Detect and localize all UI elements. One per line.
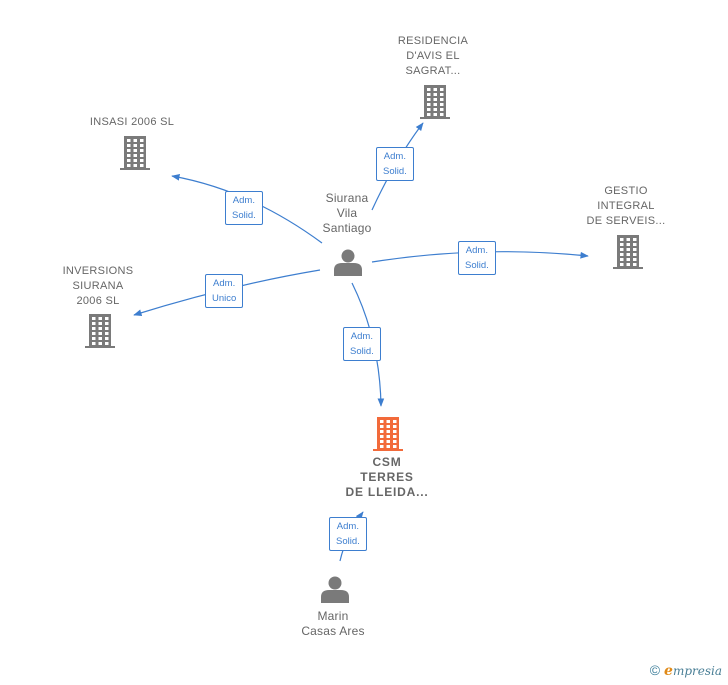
icons-layer bbox=[85, 85, 643, 603]
edge-label-line: Solid. bbox=[465, 260, 489, 271]
person-icon-marin[interactable] bbox=[321, 576, 349, 604]
node-label-line: D'AVIS EL bbox=[406, 50, 460, 62]
node-label-residencia[interactable]: RESIDENCIA D'AVIS EL SAGRAT... bbox=[383, 34, 483, 79]
node-label-gestio[interactable]: GESTIO INTEGRAL DE SERVEIS... bbox=[576, 184, 676, 229]
person-icon-siurana[interactable] bbox=[334, 249, 362, 277]
node-label-line: DE SERVEIS... bbox=[586, 215, 666, 227]
node-label-line: Siurana bbox=[325, 191, 369, 205]
node-label-line: INSASI 2006 SL bbox=[89, 116, 175, 128]
edge-label-csm[interactable]: Adm. Solid. bbox=[343, 327, 381, 361]
edge-label-line: Solid. bbox=[383, 166, 407, 177]
edge-label-line: Adm. bbox=[465, 245, 488, 256]
node-label-line: SAGRAT... bbox=[405, 65, 461, 77]
building-icon-inversions[interactable] bbox=[85, 314, 115, 348]
node-label-line: TERRES bbox=[360, 470, 414, 484]
edge-label-insasi[interactable]: Adm. Solid. bbox=[225, 191, 263, 225]
edge-label-line: Solid. bbox=[336, 536, 360, 547]
node-label-line: 2006 SL bbox=[76, 295, 120, 307]
edge-label-line: Unico bbox=[212, 293, 237, 304]
edge-label-residencia[interactable]: Adm. Solid. bbox=[376, 147, 414, 181]
node-label-line: SIURANA bbox=[72, 280, 124, 292]
node-label-line: RESIDENCIA bbox=[397, 35, 469, 47]
node-label-insasi[interactable]: INSASI 2006 SL bbox=[72, 115, 192, 130]
footer-brand[interactable]: ©empresia bbox=[650, 662, 722, 679]
node-label-line: CSM bbox=[372, 455, 402, 469]
node-label-marin[interactable]: Marin Casas Ares bbox=[283, 609, 383, 639]
edge-label-line: Adm. bbox=[213, 278, 236, 289]
node-label-inversions[interactable]: INVERSIONS SIURANA 2006 SL bbox=[48, 264, 148, 309]
node-label-siurana[interactable]: Siurana Vila Santiago bbox=[307, 191, 387, 236]
node-label-line: INTEGRAL bbox=[597, 200, 655, 212]
edge-label-marin[interactable]: Adm. Solid. bbox=[329, 517, 367, 551]
building-icon-csm[interactable] bbox=[373, 417, 403, 451]
edge-label-line: Adm. bbox=[383, 151, 406, 162]
edge-label-line: Adm. bbox=[232, 195, 255, 206]
building-icon-insasi[interactable] bbox=[120, 136, 150, 170]
node-label-line: GESTIO bbox=[604, 185, 648, 197]
edge-label-line: Solid. bbox=[232, 210, 256, 221]
node-label-line: DE LLEIDA... bbox=[345, 485, 429, 499]
edge-label-line: Adm. bbox=[350, 331, 373, 342]
brand-logo-e: e bbox=[664, 663, 673, 679]
node-label-line: Marin bbox=[317, 609, 349, 623]
edge-label-gestio[interactable]: Adm. Solid. bbox=[458, 241, 496, 275]
edge-label-line: Adm. bbox=[336, 521, 359, 532]
node-label-line: INVERSIONS bbox=[62, 265, 134, 277]
node-label-line: Vila bbox=[336, 206, 358, 220]
node-label-line: Casas Ares bbox=[301, 624, 365, 638]
building-icon-gestio[interactable] bbox=[613, 235, 643, 269]
edge-label-inversions[interactable]: Adm. Unico bbox=[205, 274, 244, 308]
node-label-line: Santiago bbox=[322, 221, 372, 235]
building-icon-residencia[interactable] bbox=[420, 85, 450, 119]
copyright-icon: © bbox=[649, 662, 661, 678]
edge-label-line: Solid. bbox=[350, 346, 374, 357]
node-label-csm[interactable]: CSM TERRES DE LLEIDA... bbox=[327, 455, 447, 500]
brand-logo-text: mpresia bbox=[672, 664, 722, 678]
